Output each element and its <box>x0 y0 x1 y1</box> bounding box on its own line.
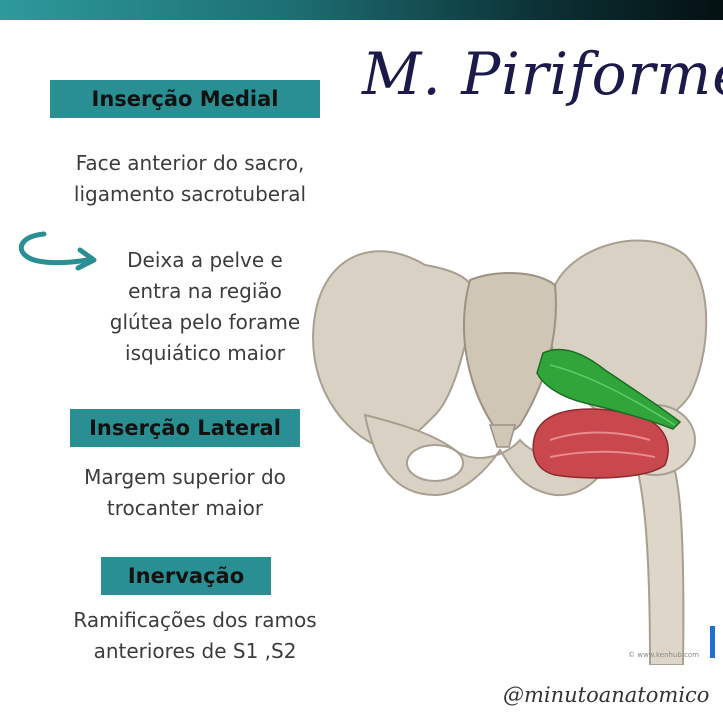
inervacao-text: Ramificações dos ramos anteriores de S1 … <box>45 605 345 667</box>
text-line: Face anterior do sacro, <box>75 151 305 175</box>
coccyx <box>488 424 516 448</box>
accent-bar <box>710 626 715 658</box>
text-line: trocanter maior <box>106 496 264 520</box>
note-line: glútea pelo forame <box>109 310 301 334</box>
insercao-medial-text: Face anterior do sacro, ligamento sacrot… <box>40 148 340 210</box>
note-line: entra na região <box>128 279 282 303</box>
heading-insercao-lateral: Inserção Lateral <box>70 409 300 447</box>
note-line: Deixa a pelve e <box>127 248 283 272</box>
page-title: M. Piriforme <box>362 40 723 108</box>
left-iliac-wing <box>312 250 477 449</box>
pelvis-illustration <box>312 239 708 665</box>
note-line: isquiático maior <box>125 341 285 365</box>
curved-arrow-icon <box>19 231 97 271</box>
text-line: Margem superior do <box>84 465 286 489</box>
femur-shaft <box>633 443 685 665</box>
top-gradient-bar <box>0 0 723 20</box>
text-line: ligamento sacrotuberal <box>73 182 307 206</box>
text-line: Ramificações dos ramos <box>73 608 317 632</box>
author-handle: @minutoanatomico <box>503 683 710 707</box>
image-credit: © www.kenhub.com <box>628 651 700 659</box>
gemellus-obturator-muscles <box>532 408 669 479</box>
heading-inervacao: Inervação <box>101 557 271 595</box>
insercao-lateral-text: Margem superior do trocanter maior <box>60 462 310 524</box>
sacrum <box>463 272 557 434</box>
note-text: Deixa a pelve e entra na região glútea p… <box>75 245 335 369</box>
heading-insercao-medial: Inserção Medial <box>50 80 320 118</box>
obturator-foramen-left <box>406 444 464 482</box>
piriformis-muscle <box>536 348 682 430</box>
text-line: anteriores de S1 ,S2 <box>93 639 297 663</box>
